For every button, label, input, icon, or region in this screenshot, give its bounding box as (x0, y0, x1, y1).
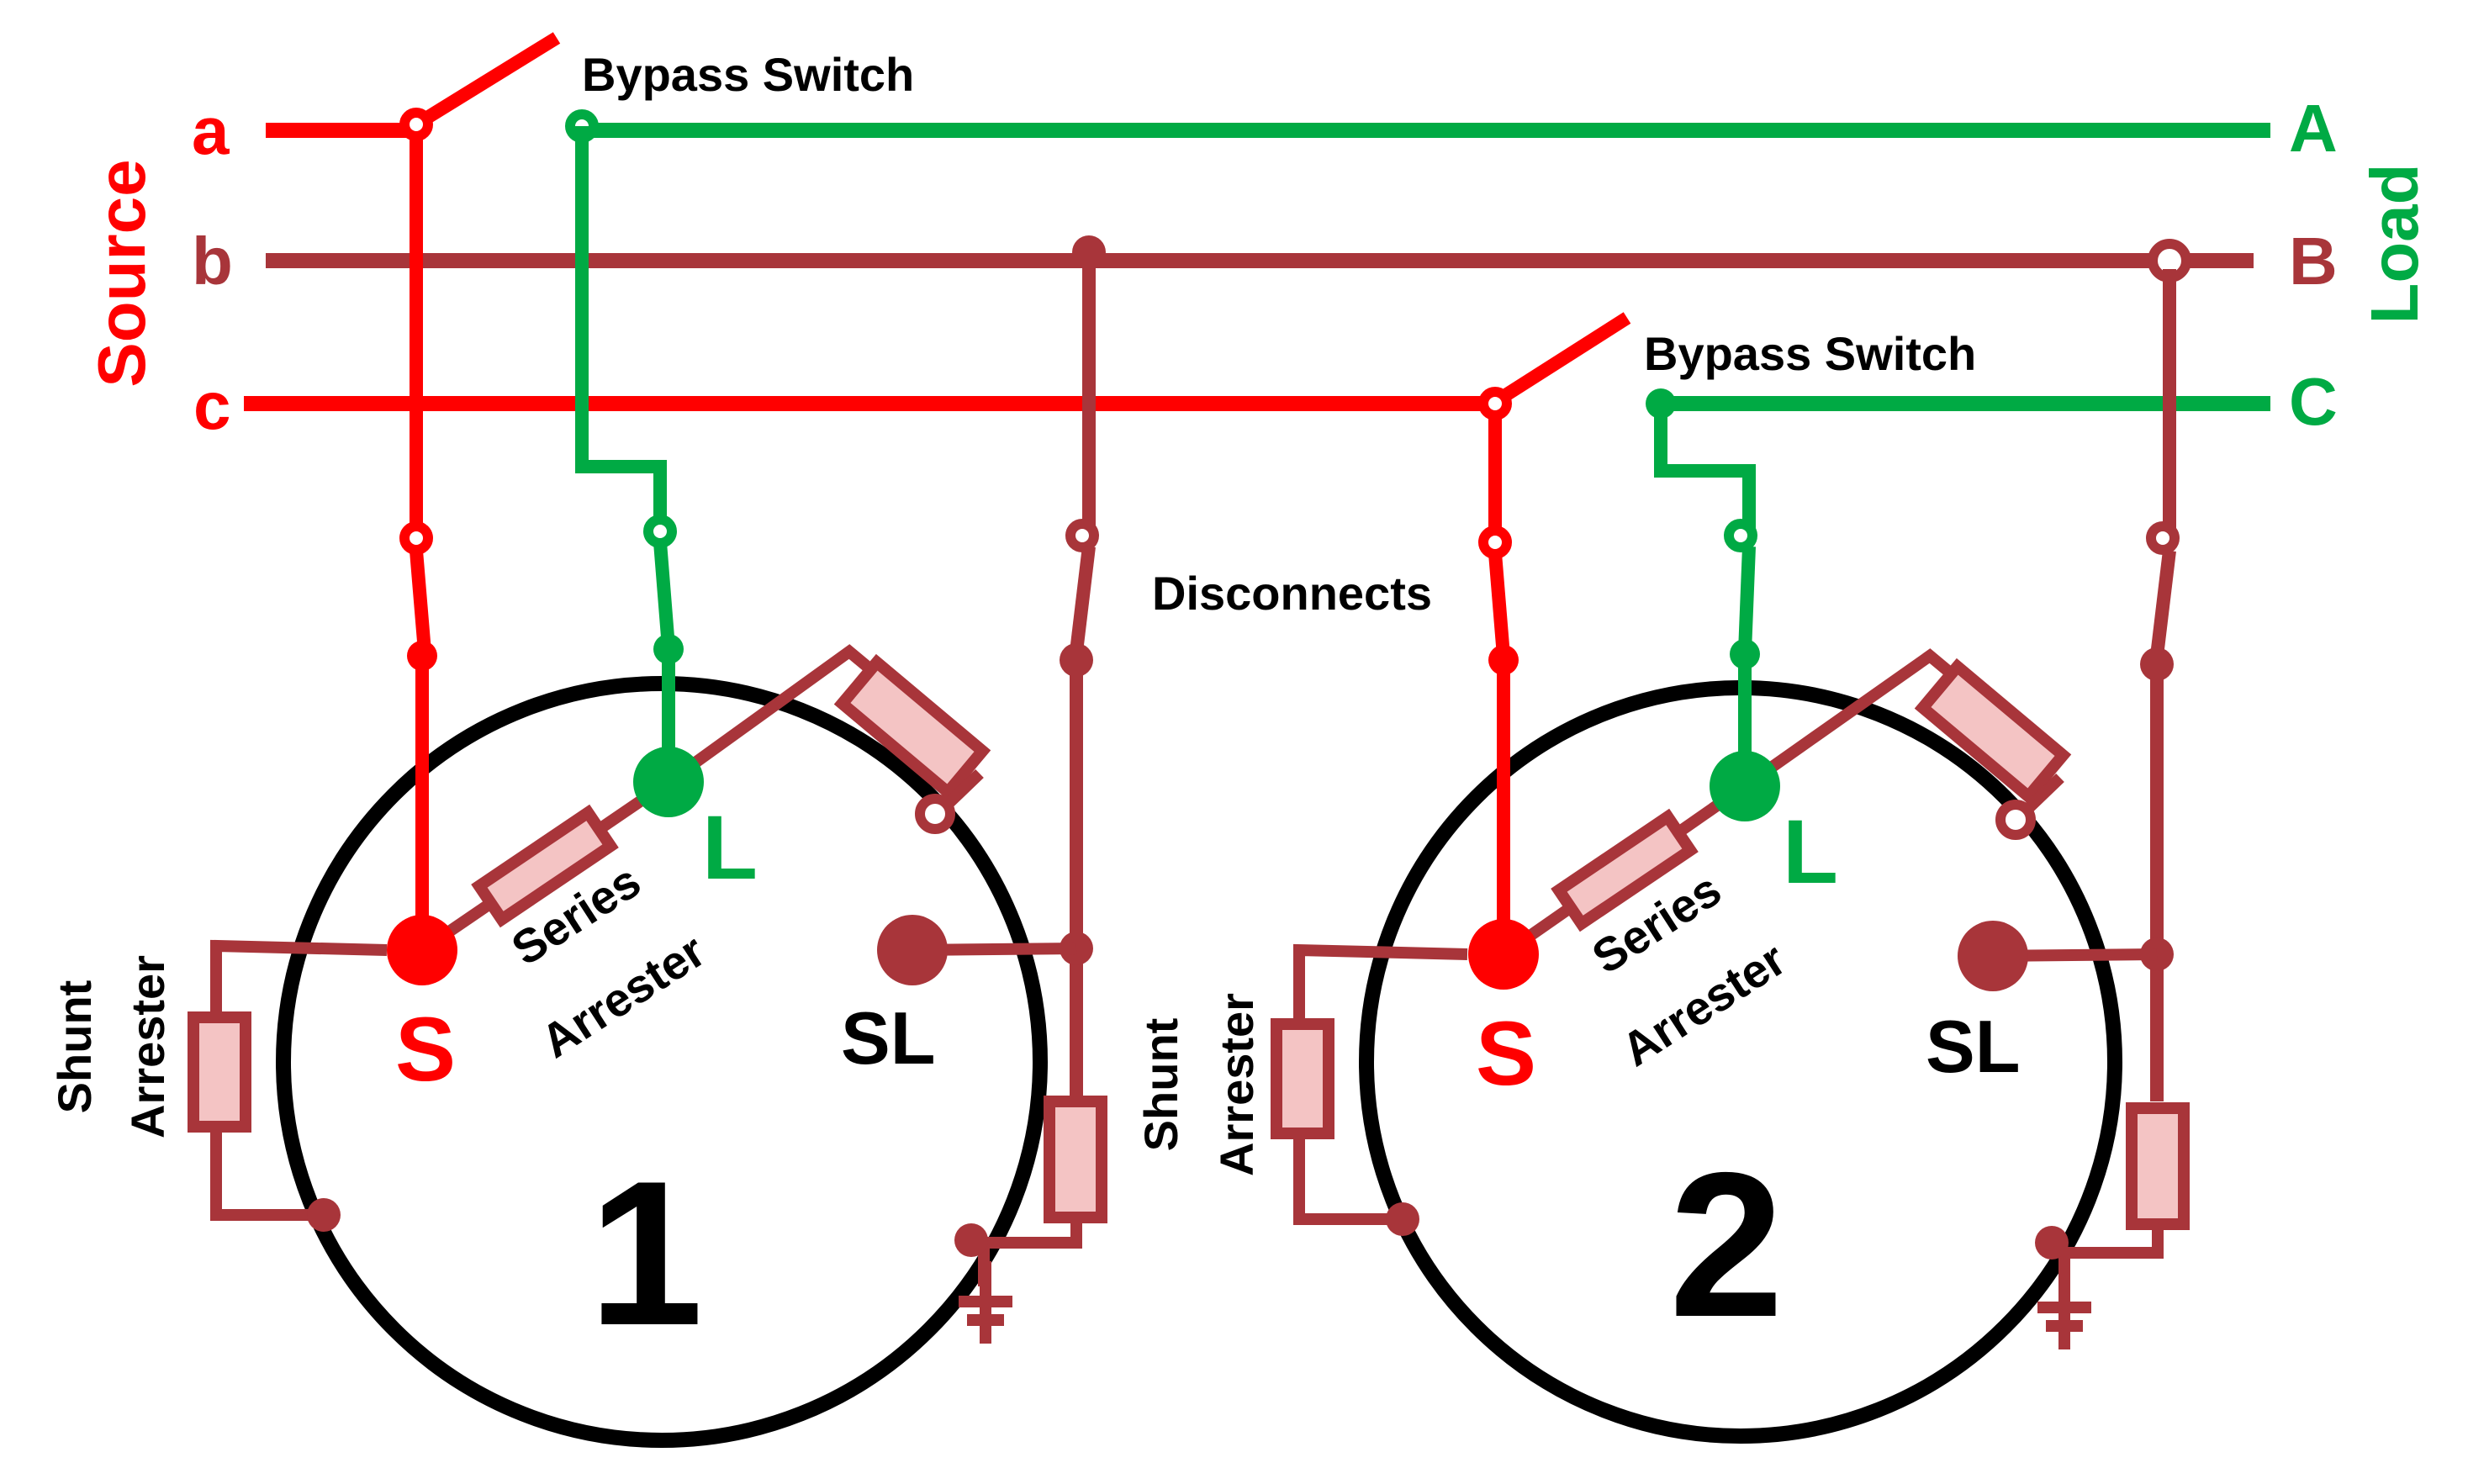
load-label: Load (2357, 163, 2432, 324)
disconnect-2s-blade (1488, 552, 1510, 657)
disconnect-1l-blade (653, 541, 675, 648)
regulator-1-shunt-arrester-line1: Shunt (48, 980, 101, 1114)
regulator-2-number: 2 (1669, 1129, 1784, 1360)
regulator-1-series-arrester (471, 804, 619, 928)
load-phase-b-label: B (2289, 224, 2338, 298)
bypass-switch-1-pivot (399, 108, 433, 141)
regulator-1-sl-bushing (877, 915, 948, 985)
regulator-2-series-arrester (1551, 808, 1699, 932)
regulator-1-s-bushing (387, 915, 457, 985)
disconnect-1sl-top (1065, 519, 1099, 552)
regulator-2-sl-label: SL (1926, 1005, 2020, 1088)
regulator-1-s-shunt-arrester (188, 1011, 251, 1133)
regulator-2-l-arrester (1914, 658, 2072, 805)
regulator-1-number: 1 (589, 1138, 703, 1368)
disconnect-2sl-top (2146, 521, 2180, 555)
disconnect-1l-top (643, 515, 677, 548)
bypass-switch-1-label: Bypass Switch (582, 48, 914, 101)
disconnect-2l-blade (1738, 546, 1756, 652)
ground-1-icon (959, 1261, 1012, 1344)
source-label: Source (84, 159, 159, 387)
disconnect-1s-blade (410, 550, 431, 652)
load-phase-c-label: C (2289, 364, 2338, 439)
regulator-1-s-label: S (395, 998, 456, 1100)
regulator-2-ground-junction (2035, 1226, 2069, 1260)
regulator-1-l-arrester (833, 653, 991, 801)
regulator-2-shunt-ground-junction (1386, 1202, 1419, 1236)
regulator-1-l-bushing (633, 747, 704, 817)
regulator-1-shunt-ground-junction (307, 1198, 341, 1232)
bypass-switch-2-blade (1491, 312, 1631, 408)
regulator-2-shunt-arrester-line2: Arrester (1210, 993, 1263, 1176)
bypass-switch-2-pivot (1478, 387, 1512, 420)
phase-a-label: a (192, 93, 230, 168)
regulator-2-s-shunt-arrester (1271, 1018, 1334, 1139)
regulator-1-sl-shunt-arrester (1044, 1096, 1107, 1223)
regulator-2-l-bushing (1710, 751, 1780, 821)
disconnect-2sl-blade (2150, 550, 2176, 657)
regulator-2-l-arrester-terminal (1995, 800, 2036, 840)
disconnect-2l-top (1724, 519, 1757, 552)
bypass-switch-2-label: Bypass Switch (1644, 327, 1976, 380)
regulator-1-s-shunt-lead (210, 939, 388, 1043)
regulator-2-sl-bushing (1958, 921, 2028, 991)
disconnect-1s-top (399, 521, 433, 555)
regulator-2-load-lead (1654, 404, 1756, 530)
regulator-2-sl-shunt-arrester (2126, 1102, 2190, 1230)
regulator-1-sl-label: SL (841, 996, 935, 1080)
regulator-2-s-shunt-lead (1293, 943, 1468, 1043)
regulator-1-s-shunt-return (210, 1127, 324, 1221)
regulator-2-s-label: S (1476, 1002, 1536, 1104)
load-phase-a-label: A (2289, 91, 2338, 166)
disconnect-2s-top (1478, 525, 1512, 559)
regulator-1-ground-junction (954, 1223, 988, 1257)
regulator-2-l-label: L (1783, 800, 1838, 902)
phase-c-label: c (193, 368, 231, 443)
regulator-2-s-bushing (1468, 919, 1539, 990)
regulator-1-shunt-arrester-line2: Arrester (121, 955, 174, 1138)
regulator-2-s-shunt-return (1293, 1133, 1403, 1225)
disconnect-1sl-blade (1070, 546, 1096, 652)
regulator-1-l-arrester-terminal (915, 794, 955, 834)
phase-b-label: b (192, 224, 233, 298)
disconnects-label: Disconnects (1152, 567, 1432, 620)
regulator-2-shunt-arrester-line1: Shunt (1134, 1018, 1187, 1152)
regulator-1-load-lead (575, 126, 667, 525)
regulator-1-l-label: L (702, 796, 758, 898)
bypass-switch-1-blade (412, 32, 561, 130)
ground-2-icon (2037, 1270, 2091, 1349)
